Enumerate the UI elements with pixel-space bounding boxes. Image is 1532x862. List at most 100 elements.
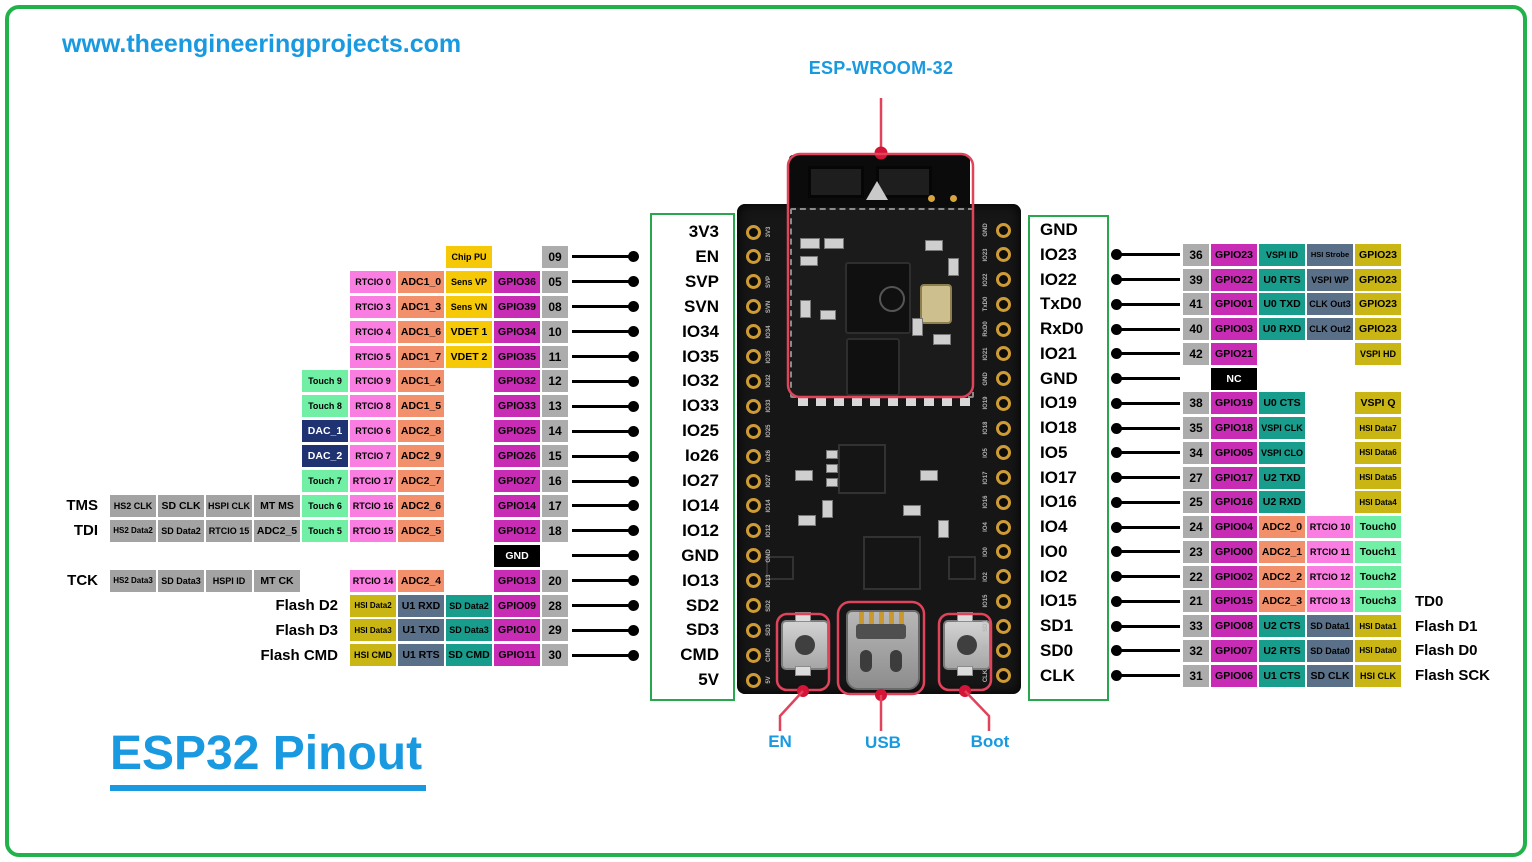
- pin-function-cell: SD Data0: [1307, 639, 1353, 662]
- connector-dot: [1110, 373, 1122, 384]
- board-pin-hole: [995, 643, 1011, 659]
- module-pad: [906, 398, 916, 406]
- pin-function-cell: 40: [1183, 318, 1209, 340]
- side-text-label: Flash D3: [275, 621, 338, 639]
- connector-dot: [628, 649, 639, 661]
- pin-function-cell: RTCIO 14: [350, 569, 396, 592]
- module-pad: [870, 398, 880, 406]
- board-pin-hole: [995, 593, 1011, 609]
- board-pin-hole: [995, 519, 1011, 535]
- connector-line: [572, 604, 630, 607]
- module-pad: [798, 398, 808, 406]
- board-pin-hole: [995, 371, 1011, 386]
- pin-row-GND: NC: [1183, 367, 1257, 390]
- connector-dot: [628, 351, 639, 362]
- spacer-cell: [1307, 442, 1353, 464]
- connector-line: [1121, 525, 1180, 529]
- board-pin-hole: [995, 445, 1011, 461]
- pin-function-cell: VSPI CLO: [1259, 441, 1305, 464]
- pin-function-cell: ADC1_6: [398, 320, 444, 343]
- connector-line: [572, 330, 630, 334]
- usb-uart-chip: [863, 536, 921, 590]
- pin-function-cell: 29: [542, 619, 568, 642]
- connector-dot: [628, 525, 639, 537]
- connector-dot: [628, 500, 639, 512]
- board-pin-hole: [745, 224, 761, 240]
- pin-name-SD1: SD1: [1040, 616, 1074, 635]
- pin-function-cell: GPIO27: [494, 470, 540, 492]
- pin-function-cell: RTCIO 10: [1307, 516, 1353, 538]
- connector-dot: [1110, 447, 1122, 459]
- pin-function-cell: U0 CTS: [1259, 392, 1305, 415]
- en-label: EN: [768, 732, 792, 751]
- board-pin-hole: [745, 573, 761, 589]
- pin-function-cell: 10: [542, 320, 568, 343]
- connector-dot: [1110, 472, 1122, 483]
- board-pin-hole: [995, 420, 1011, 436]
- website-url: www.theengineeringprojects.com: [62, 30, 462, 58]
- pin-function-cell: RTCIO 13: [1307, 590, 1353, 613]
- connector-dot: [628, 550, 639, 562]
- connector-line: [572, 653, 630, 657]
- pin-function-cell: U1 TXD: [398, 619, 444, 642]
- pin-function-cell: RTCIO 0: [350, 270, 396, 293]
- board-pin-hole: [745, 672, 761, 688]
- board-pin-hole: [745, 349, 761, 364]
- pin-function-cell: 08: [542, 295, 568, 318]
- pin-function-cell: Touch 9: [302, 370, 348, 393]
- pin-function-cell: VSPI HD: [1355, 342, 1401, 365]
- pin-function-cell: ADC2_0: [1259, 516, 1305, 538]
- pin-name-IO33: IO33: [682, 396, 719, 416]
- connector-line: [572, 554, 630, 558]
- pin-function-cell: GPIO10: [494, 619, 540, 642]
- pin-function-cell: 31: [1183, 664, 1209, 687]
- pin-function-cell: ADC2_2: [1259, 565, 1305, 588]
- pin-function-cell: HSI Data5: [1355, 466, 1401, 489]
- board-pin-hole: [745, 498, 761, 514]
- connector-line: [572, 628, 630, 632]
- pin-function-cell: HSI Data1: [1355, 615, 1401, 637]
- side-text-label: TMS: [66, 497, 98, 515]
- connector-line: [1121, 451, 1180, 455]
- connector-line: [1121, 401, 1180, 405]
- spacer-cell: [446, 495, 492, 517]
- pin-name-IO35: IO35: [682, 346, 719, 366]
- pin-function-cell: ADC2_1: [1259, 540, 1305, 563]
- pin-name-SD2: SD2: [685, 595, 719, 615]
- pin-name-IO0: IO0: [1040, 541, 1068, 561]
- pin-name-IO25: IO25: [682, 421, 719, 441]
- connector-line: [1121, 624, 1180, 628]
- pin-name-IO4: IO4: [1040, 517, 1068, 536]
- pin-name-IO22: IO22: [1040, 269, 1077, 289]
- pin-function-cell: HSI Data3: [350, 619, 396, 642]
- connector-line: [572, 529, 630, 533]
- pin-function-cell: GPIO09: [494, 594, 540, 617]
- pin-function-cell: GPIO16: [1211, 491, 1257, 514]
- connector-dot: [628, 425, 639, 437]
- pin-name-IO13: IO13: [682, 570, 719, 590]
- pin-function-cell: Sens VN: [446, 295, 492, 318]
- pin-function-cell: 34: [1183, 441, 1209, 464]
- pin-name-SD0: SD0: [1040, 640, 1074, 660]
- pin-name-IO5: IO5: [1040, 442, 1068, 462]
- spacer-cell: [446, 445, 492, 467]
- pin-function-cell: GPIO05: [1211, 441, 1257, 464]
- pin-name-RxD0: RxD0: [1040, 319, 1084, 338]
- pin-function-cell: GPIO19: [1211, 392, 1257, 415]
- module-pad: [888, 398, 898, 406]
- usb-label: USB: [865, 733, 901, 752]
- regulator-leg: [826, 478, 838, 487]
- pin-function-cell: VSPI Q: [1355, 392, 1401, 415]
- pin-function-cell: GPIO33: [494, 395, 540, 418]
- connector-line: [1121, 352, 1180, 356]
- pin-function-cell: Sens VP: [446, 270, 492, 293]
